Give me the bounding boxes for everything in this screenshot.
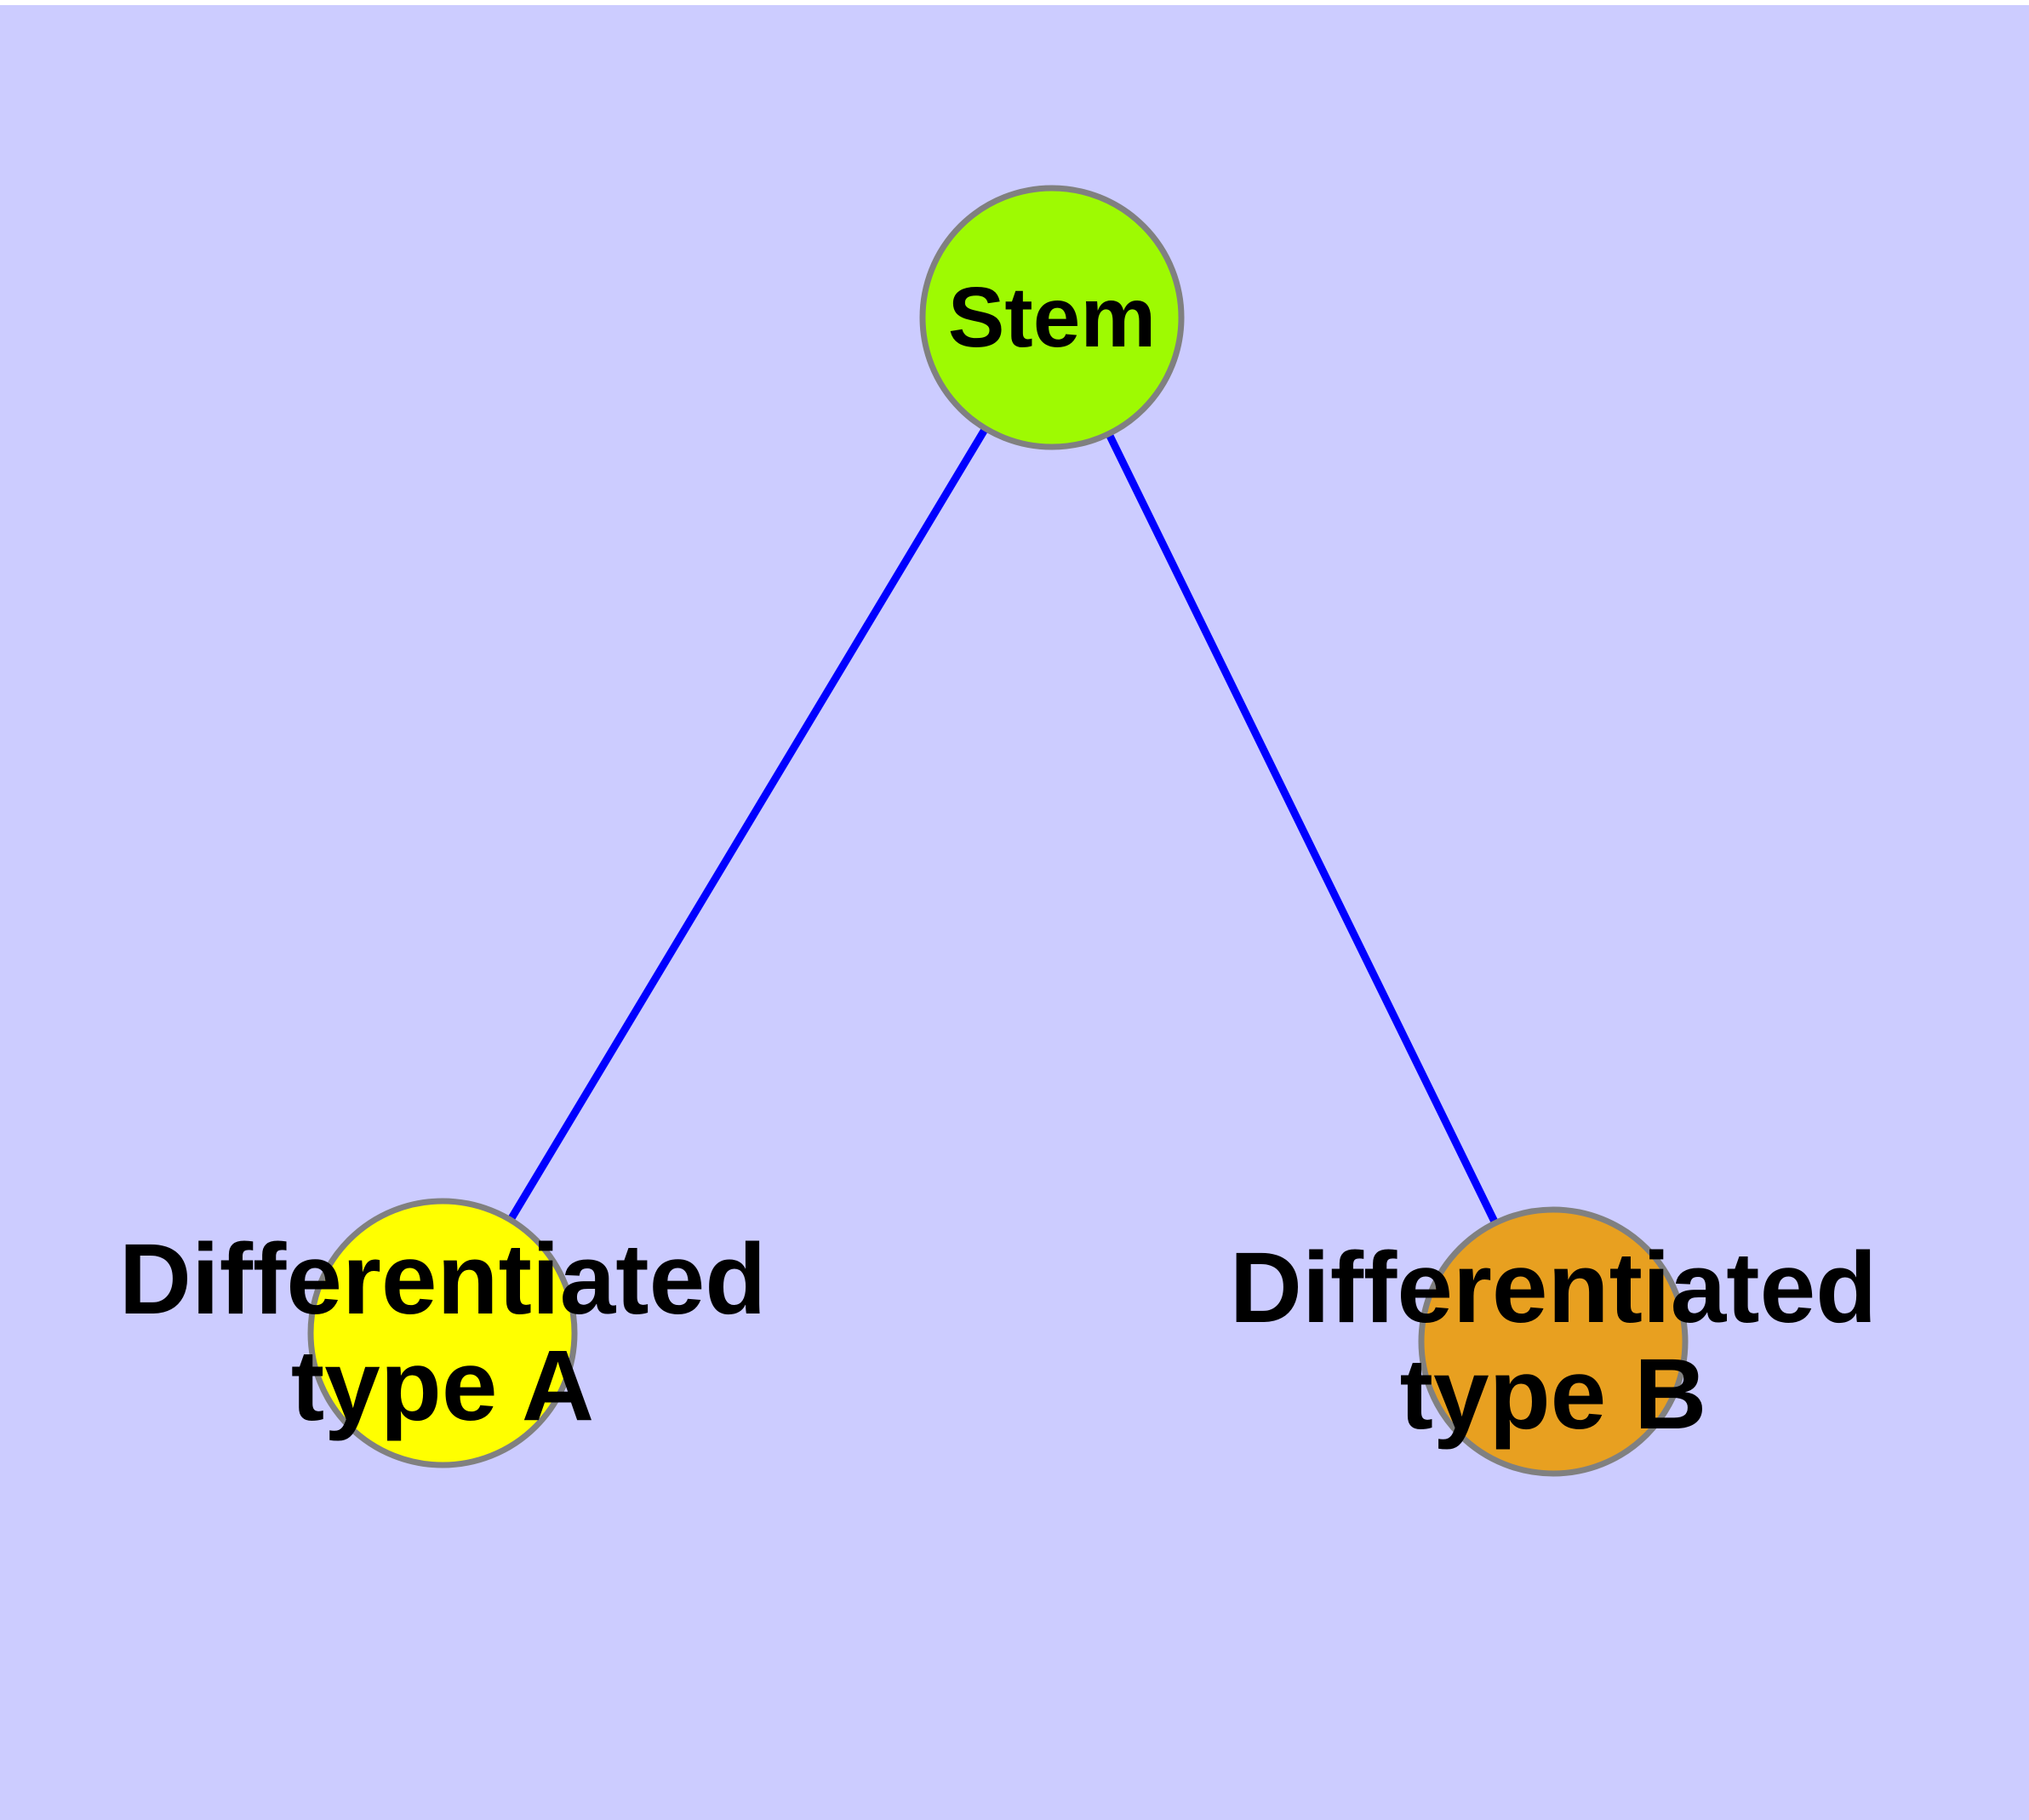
edge-layer [507,427,1499,1223]
node-diff_b[interactable] [1418,1206,1689,1477]
node-diff_a[interactable] [307,1198,578,1468]
graph-svg [307,185,1689,1477]
edge-stem-diff-a [507,427,988,1221]
node-layer [307,185,1689,1477]
node-stem[interactable] [919,185,1185,450]
edge-stem-diff-b [1106,433,1499,1223]
